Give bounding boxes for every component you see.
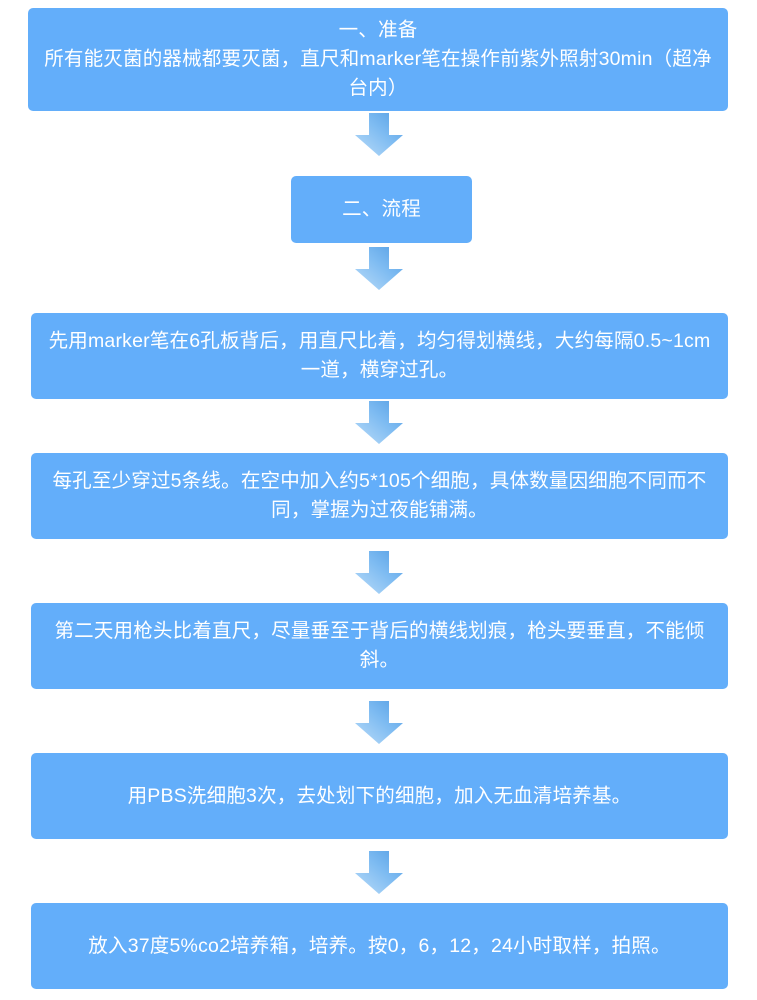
step-5-label: 放入37度5%co2培养箱，培养。按0，6，12，24小时取样，拍照。 bbox=[88, 934, 671, 957]
preparation-box: 一、准备 所有能灭菌的器械都要灭菌，直尺和marker笔在操作前紫外照射30mi… bbox=[28, 8, 728, 111]
step-3-label: 第二天用枪头比着直尺，尽量垂至于背后的横线划痕，枪头要垂直，不能倾斜。 bbox=[54, 620, 705, 671]
preparation-box-label: 一、准备 所有能灭菌的器械都要灭菌，直尺和marker笔在操作前紫外照射30mi… bbox=[44, 19, 712, 99]
step-1-box: 先用marker笔在6孔板背后，用直尺比着，均匀得划横线，大约每隔0.5~1cm… bbox=[31, 313, 728, 399]
down-arrow-icon bbox=[354, 401, 404, 445]
down-arrow-icon bbox=[354, 851, 404, 895]
down-arrow-icon bbox=[354, 701, 404, 745]
step-5-box: 放入37度5%co2培养箱，培养。按0，6，12，24小时取样，拍照。 bbox=[31, 903, 728, 989]
process-heading-label: 二、流程 bbox=[342, 198, 421, 220]
process-heading-box: 二、流程 bbox=[291, 176, 472, 243]
step-4-label: 用PBS洗细胞3次，去处划下的细胞，加入无血清培养基。 bbox=[127, 784, 632, 807]
step-2-label: 每孔至少穿过5条线。在空中加入约5*105个细胞，具体数量因细胞不同而不同，掌握… bbox=[52, 470, 707, 521]
step-1-label: 先用marker笔在6孔板背后，用直尺比着，均匀得划横线，大约每隔0.5~1cm… bbox=[48, 330, 711, 381]
step-2-box: 每孔至少穿过5条线。在空中加入约5*105个细胞，具体数量因细胞不同而不同，掌握… bbox=[31, 453, 728, 539]
down-arrow-icon bbox=[354, 551, 404, 595]
step-3-box: 第二天用枪头比着直尺，尽量垂至于背后的横线划痕，枪头要垂直，不能倾斜。 bbox=[31, 603, 728, 689]
down-arrow-icon bbox=[354, 113, 404, 157]
down-arrow-icon bbox=[354, 247, 404, 291]
step-4-box: 用PBS洗细胞3次，去处划下的细胞，加入无血清培养基。 bbox=[31, 753, 728, 839]
